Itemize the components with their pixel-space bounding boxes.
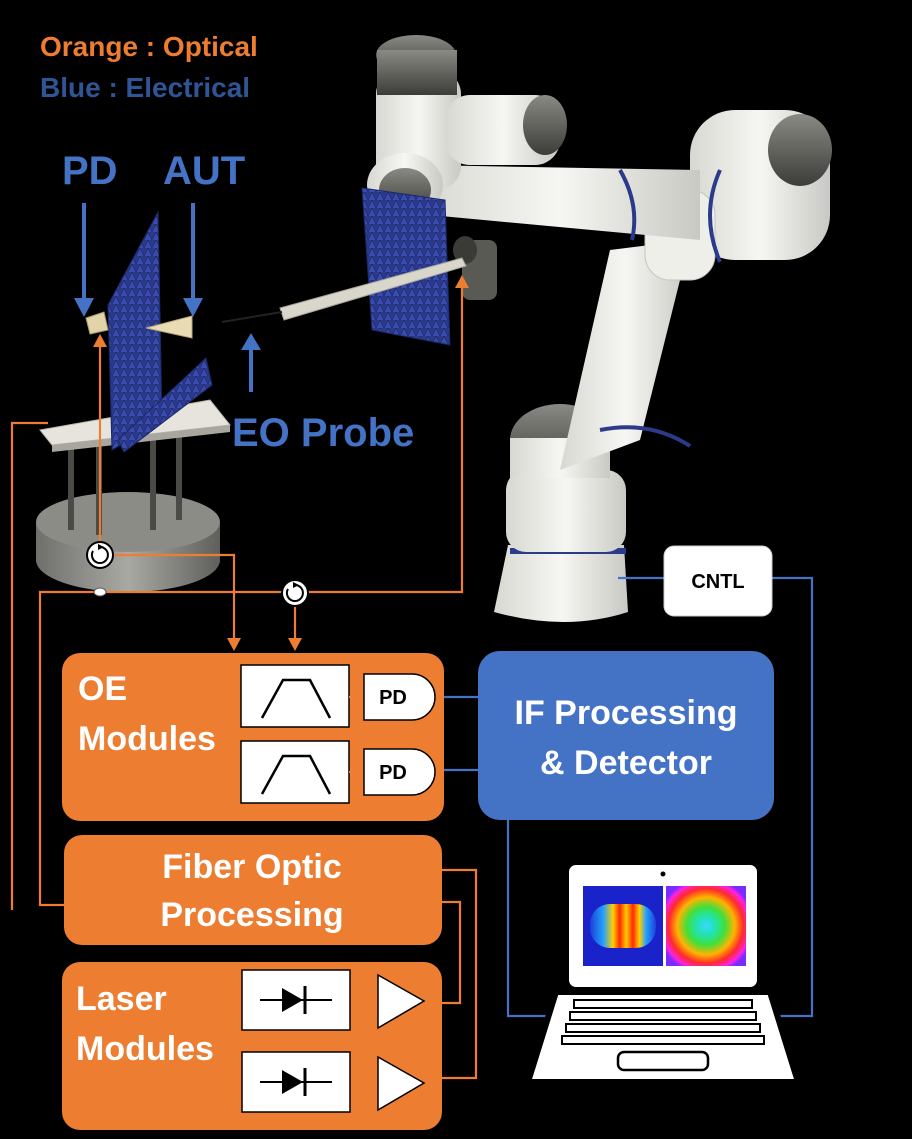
fiber-connector: [93, 587, 107, 597]
fiber-optic-processing-box: [64, 835, 442, 945]
fiber-label-line1: Fiber Optic: [162, 848, 341, 886]
laser-diode-1: [241, 969, 351, 1031]
laptop-icon: [525, 859, 801, 1085]
cntl-label: CNTL: [691, 571, 744, 593]
if-label-line1: IF Processing: [515, 694, 738, 732]
aut-arrow-head: [183, 298, 203, 317]
optical-fibers: [10, 278, 478, 1080]
amplifier-1: [377, 973, 426, 1030]
circulator-2: [281, 579, 309, 607]
pd-arrow-head: [74, 298, 94, 317]
eo-probe-label: EO Probe: [232, 411, 414, 455]
fiber-label-line2: Processing: [160, 896, 343, 934]
photodiode-1: PD: [363, 673, 436, 721]
antenna-fixture: [36, 210, 231, 592]
legend-optical: Orange : Optical: [40, 31, 258, 62]
eo-probe-arrow-head: [241, 333, 261, 350]
laser-label-line1: Laser: [76, 980, 167, 1018]
aut-label: AUT: [163, 149, 245, 193]
if-processing-box: [478, 651, 774, 820]
photodiode-2-label: PD: [379, 762, 407, 784]
cntl-box: [663, 545, 773, 617]
pd-optical-arrow: [93, 334, 107, 347]
robot-arm: [221, 35, 832, 622]
probe-optical-arrow: [455, 275, 469, 288]
circulator-1: [86, 541, 114, 569]
oe-in-arrow-2: [288, 638, 302, 651]
oe-in-arrow-1: [227, 638, 241, 651]
laser-diode-2: [241, 1051, 351, 1113]
photodiode-1-label: PD: [379, 687, 407, 709]
bandpass-filter-1: [240, 664, 350, 728]
pd-label: PD: [62, 149, 118, 193]
oe-label-line2: Modules: [78, 720, 216, 758]
if-label-line2: & Detector: [540, 744, 712, 782]
oe-label-line1: OE: [78, 670, 127, 708]
bandpass-filter-2: [240, 740, 350, 804]
amplifier-2: [377, 1055, 426, 1112]
laser-label-line2: Modules: [76, 1030, 214, 1068]
heatmap-2: [666, 886, 746, 966]
electrical-lines: [438, 576, 814, 1018]
photodiode-2: PD: [363, 748, 436, 796]
legend-electrical: Blue : Electrical: [40, 72, 250, 103]
